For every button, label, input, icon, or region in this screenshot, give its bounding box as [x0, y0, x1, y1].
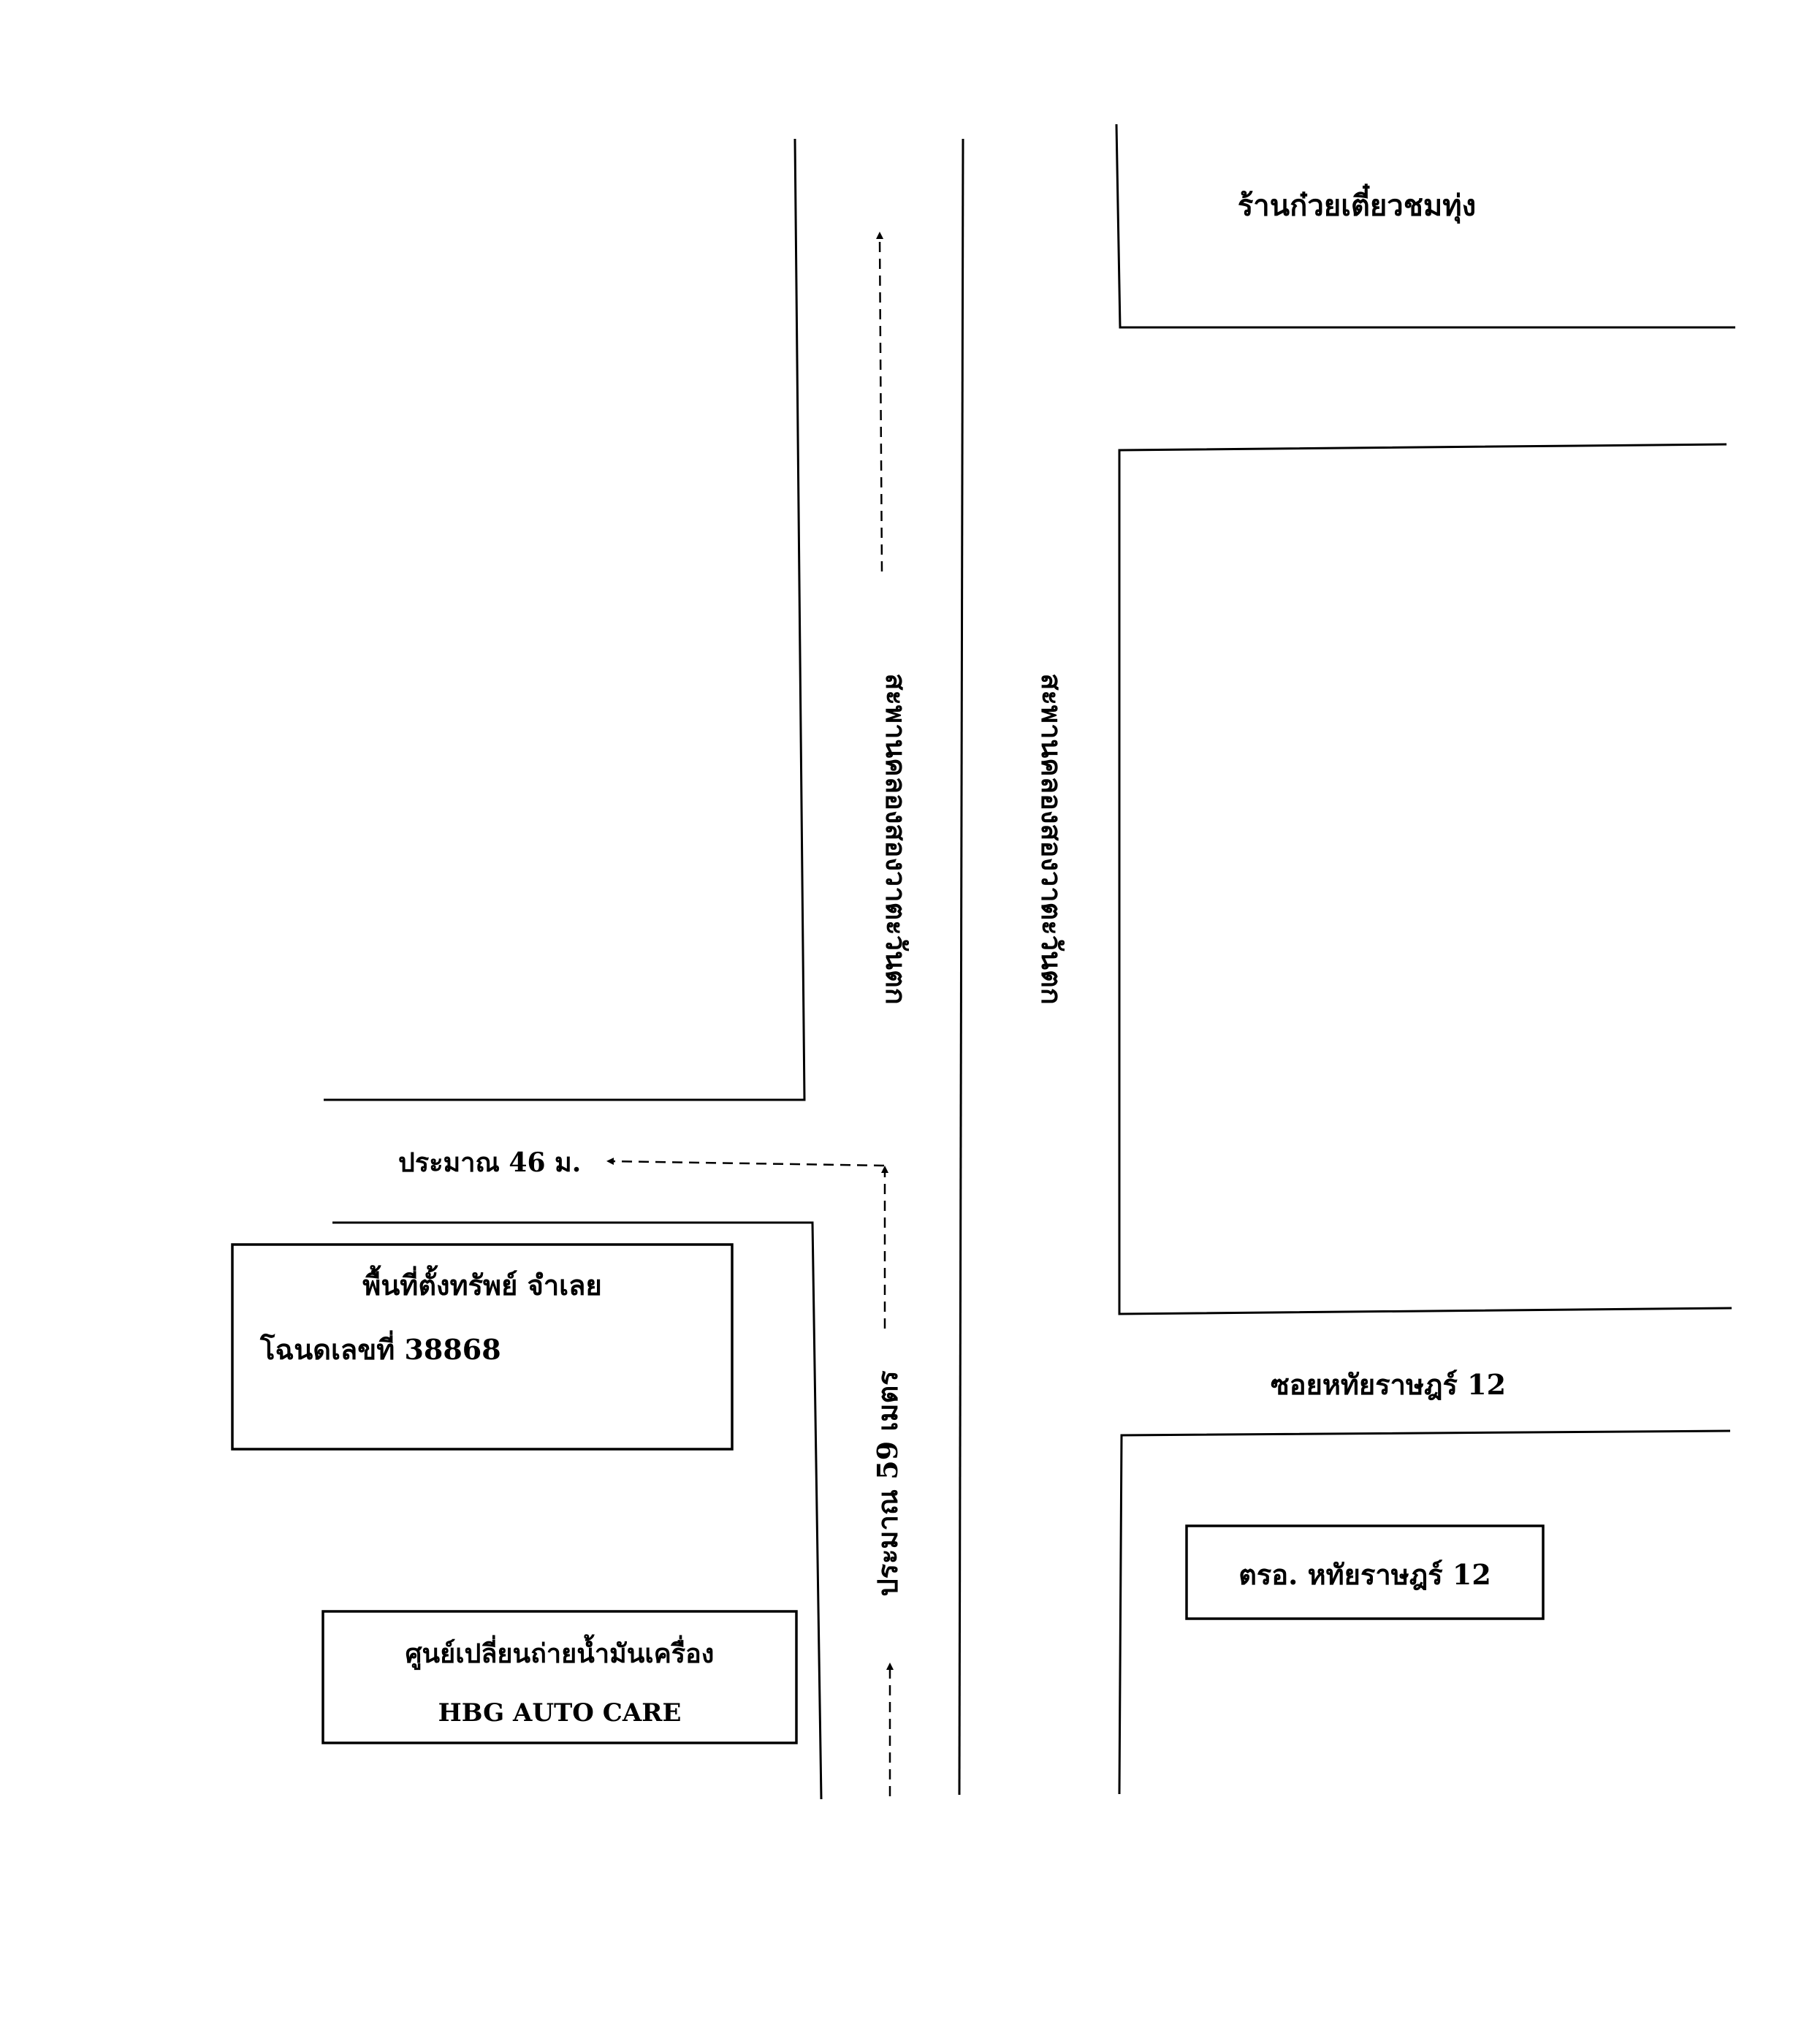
oil-center-box	[321, 1610, 798, 1744]
right-middle-block-edge	[1118, 443, 1732, 1315]
property-label-line2: โฉนดเลขที่ 38868	[259, 1330, 501, 1366]
right-bottom-block-edge	[1118, 1429, 1731, 1795]
left-lower-block-edge	[332, 1221, 823, 1800]
oil-center-label-line2: HBG AUTO CARE	[438, 1698, 682, 1728]
police-station-box	[1185, 1524, 1545, 1620]
west-distance-arrow	[606, 1158, 885, 1167]
police-station-label: ตรอ. หทัยราษฎร์ 12	[1238, 1558, 1491, 1591]
vertical-distance-label: ประมาณ 59 เมตร	[871, 1370, 904, 1597]
right-top-block-edge	[1115, 124, 1735, 329]
right-bridge-label: สะพานคลองสองวาตะวันตก	[1035, 673, 1068, 1004]
left-bridge-label: สะพานคลองสองวาตะวันตก	[880, 673, 913, 1004]
property-label-line1: พื้นที่ตั้งทรัพย์ จำเลย	[362, 1265, 601, 1302]
left-upper-block-edge	[324, 138, 806, 1101]
oil-center-label-line1: ศูนย์เปลี่ยนถ่ายน้ำมันเครื่อง	[406, 1634, 715, 1671]
north-arrow-top	[876, 232, 884, 572]
center-road-line	[958, 138, 964, 1796]
soi-label: ซอยหทัยราษฎร์ 12	[1271, 1368, 1506, 1401]
horizontal-distance-label: ประมาณ 46 ม.	[398, 1147, 581, 1178]
noodle-shop-label: ร้านก๋วยเตี๋ยวชมทุ่ง	[1238, 183, 1476, 224]
property-box	[231, 1243, 734, 1451]
